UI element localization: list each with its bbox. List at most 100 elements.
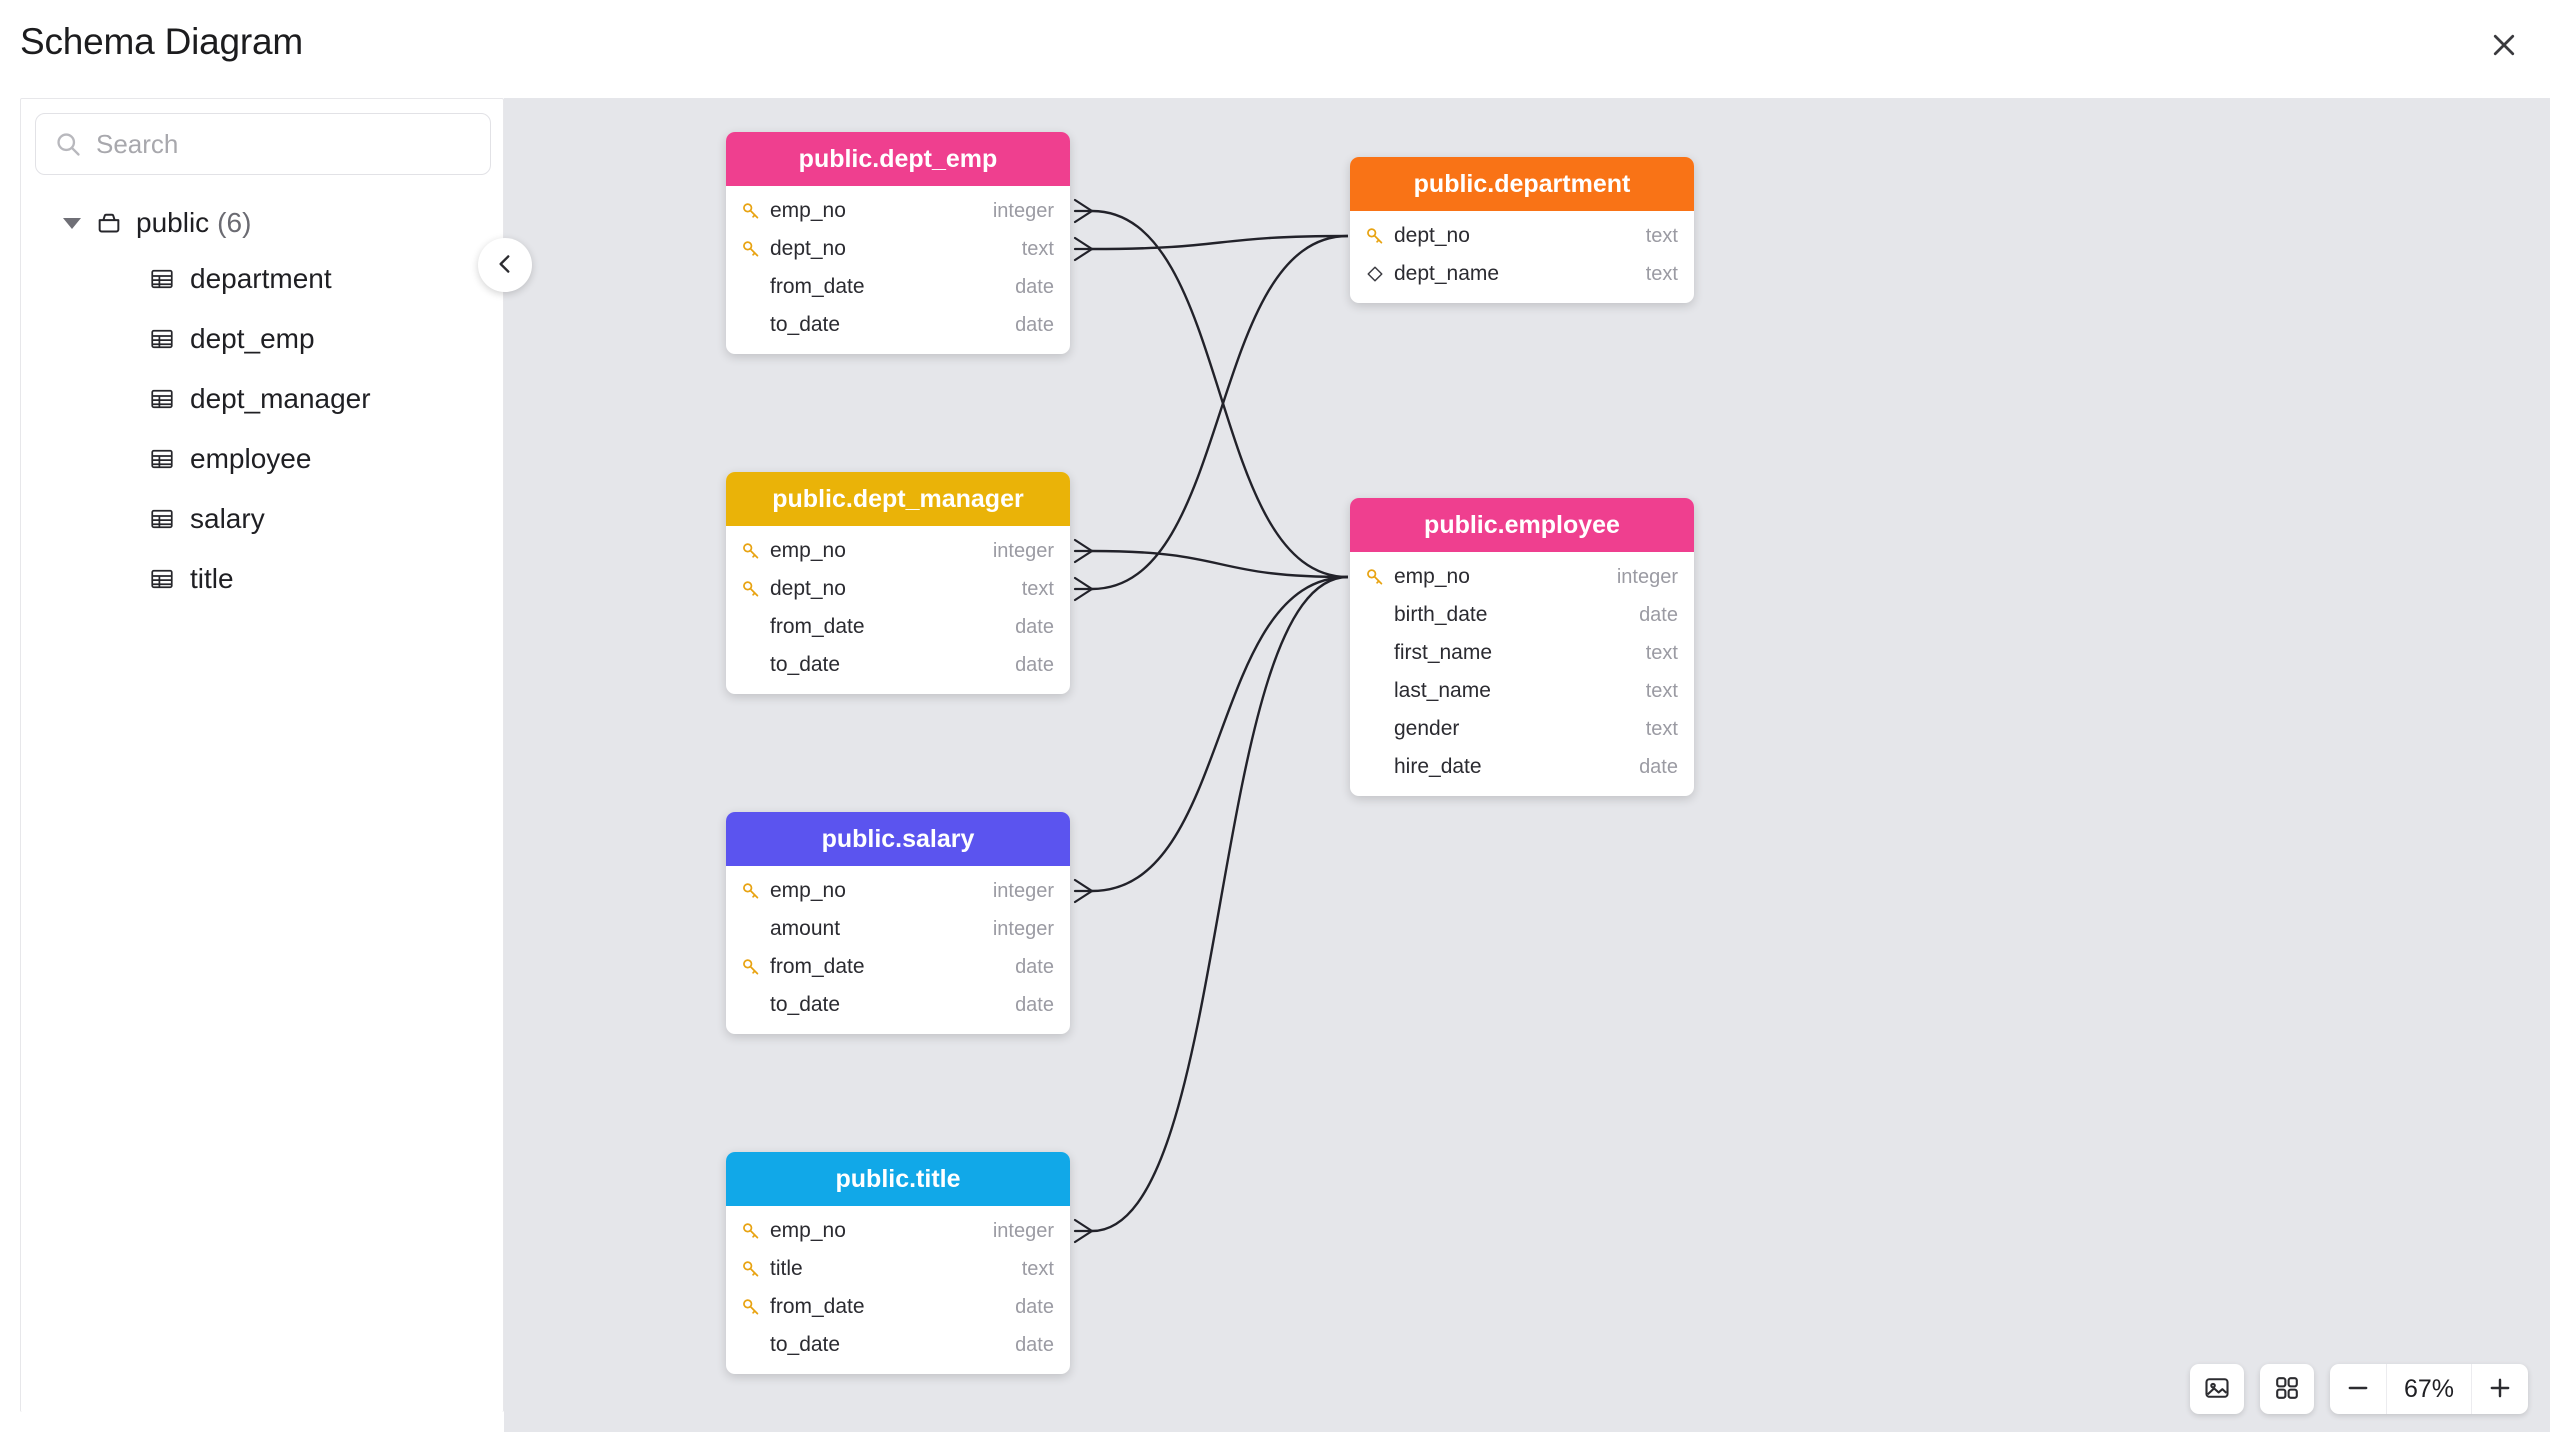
table-field-row[interactable]: dept_name text [1350,255,1694,293]
field-name: dept_name [1394,262,1500,285]
table-node-title: public.employee [1350,498,1694,552]
field-type: integer [1616,565,1678,588]
field-name: to_date [770,653,841,676]
diamond-icon [1364,263,1386,285]
relationship-edge[interactable] [1091,575,1349,1233]
chevron-down-icon[interactable] [63,217,81,229]
export-image-button[interactable] [2190,1364,2244,1414]
sidebar-item-department[interactable]: department [21,249,505,309]
image-icon [2203,1374,2231,1405]
key-icon [740,1296,762,1318]
auto-layout-button[interactable] [2260,1364,2314,1414]
sidebar-item-label: dept_manager [190,383,371,414]
crows-foot-marker [1073,538,1094,564]
field-name: hire_date [1394,755,1482,778]
field-type: date [1015,275,1054,298]
schema-table-count: (6) [217,207,252,238]
key-icon [740,238,762,260]
table-icon [149,386,175,412]
search-icon [54,130,82,158]
zoom-level-label[interactable]: 67% [2386,1364,2472,1414]
zoom-out-button[interactable] [2330,1364,2386,1414]
key-icon [1364,225,1386,247]
grid-icon [2273,1374,2301,1405]
sidebar-collapse-button[interactable] [478,238,532,292]
zoom-in-button[interactable] [2472,1364,2528,1414]
sidebar-item-salary[interactable]: salary [21,489,505,549]
tree-node-public[interactable]: public (6) [21,197,505,249]
sidebar-item-employee[interactable]: employee [21,429,505,489]
close-button[interactable] [2476,18,2532,74]
relationship-edge[interactable] [1091,575,1349,893]
table-field-row[interactable]: emp_no integer [726,872,1070,910]
field-type: date [1015,955,1054,978]
plus-icon [2486,1374,2514,1405]
sidebar-item-label: dept_emp [190,323,315,354]
field-name: amount [770,917,841,940]
minus-icon [2344,1374,2372,1405]
key-icon [740,880,762,902]
field-name: emp_no [770,879,846,902]
field-name: dept_no [770,577,846,600]
relationship-edge[interactable] [1091,549,1349,579]
table-node-title: public.dept_emp [726,132,1070,186]
relationship-edge[interactable] [1091,234,1349,591]
relationship-edge[interactable] [1091,209,1349,579]
sidebar-item-dept_manager[interactable]: dept_manager [21,369,505,429]
field-name: title [770,1257,803,1280]
relationship-edge[interactable] [1091,234,1349,251]
table-field-row[interactable]: from_date date [726,268,1070,306]
field-type: date [1015,313,1054,336]
search-box[interactable] [35,113,491,175]
crows-foot-marker [1073,878,1094,904]
crows-foot-marker [1073,198,1094,224]
table-node-title: public.dept_manager [726,472,1070,526]
field-type: integer [992,879,1054,902]
table-icon [149,446,175,472]
field-type: date [1015,1333,1054,1356]
field-type: text [1021,237,1054,260]
header-bar: Schema Diagram [0,0,2550,92]
sidebar-item-title[interactable]: title [21,549,505,609]
field-name: dept_no [1394,224,1470,247]
sidebar-item-dept_emp[interactable]: dept_emp [21,309,505,369]
field-type: text [1645,262,1678,285]
sidebar-panel: public (6) department dept_emp dept_mana… [20,98,504,1412]
search-input[interactable] [96,128,472,160]
key-icon [740,1220,762,1242]
field-name: gender [1394,717,1460,740]
database-icon [95,209,123,237]
field-name: from_date [770,275,865,298]
